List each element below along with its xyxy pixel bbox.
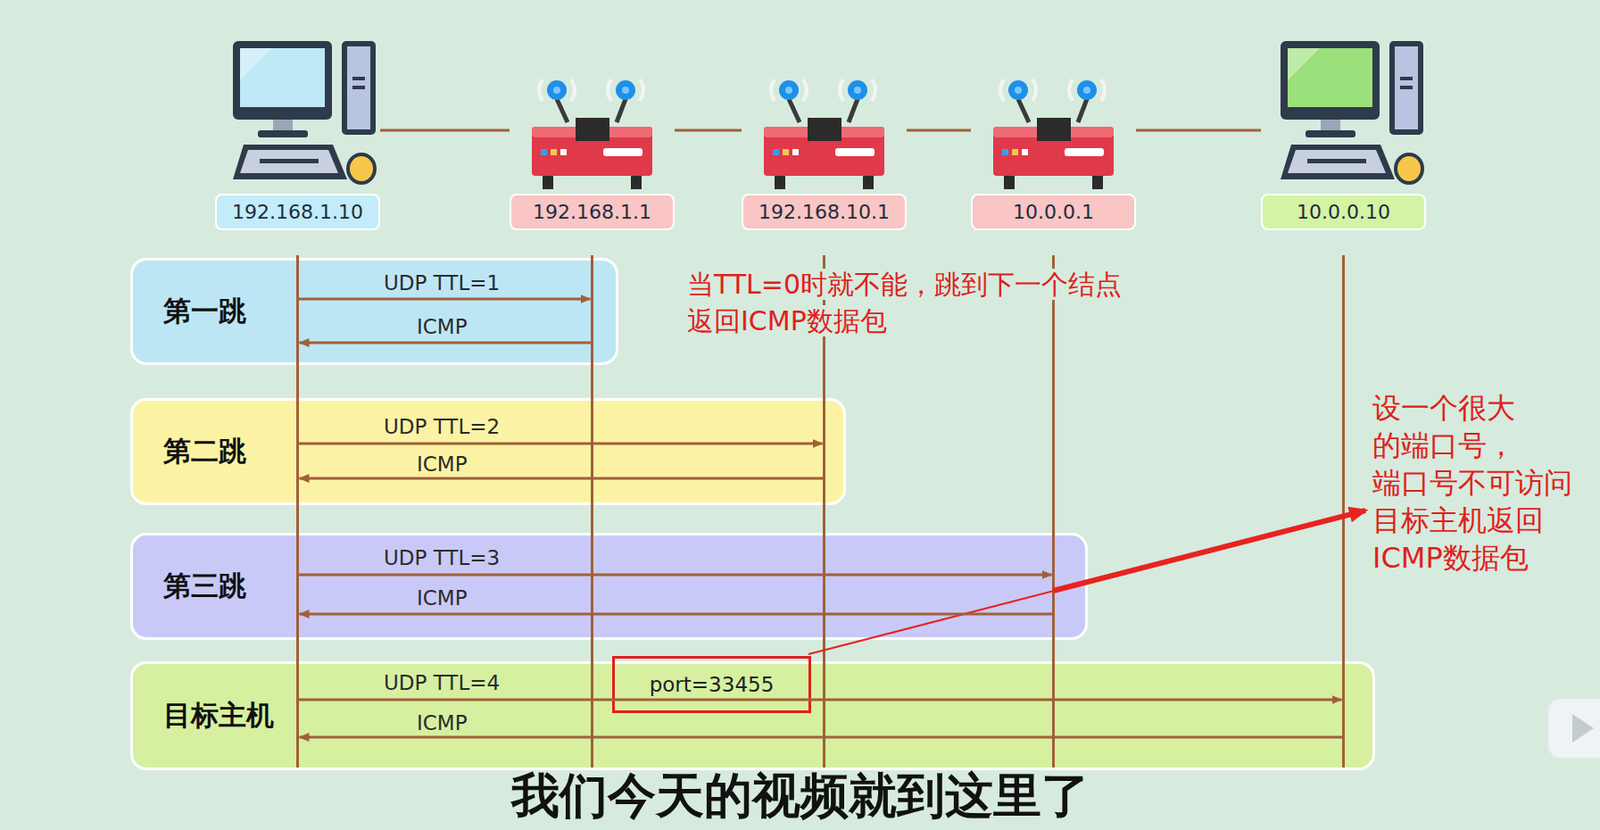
ip-label-box: 192.168.10.1 xyxy=(741,193,907,231)
message-label: ICMP xyxy=(416,711,468,735)
message-label: UDP TTL=1 xyxy=(383,271,500,295)
link-line xyxy=(906,129,971,133)
message-arrow xyxy=(299,736,1344,739)
annotation-text: 当TTL=0时就不能，跳到下一个结点 返回ICMP数据包 xyxy=(687,268,1122,337)
leader-arrow xyxy=(808,510,1366,655)
ip-label-box: 192.168.1.1 xyxy=(509,193,675,231)
port-box: port=33455 xyxy=(612,655,812,713)
ip-address: 10.0.0.10 xyxy=(1296,200,1391,224)
message-label: UDP TTL=2 xyxy=(383,414,500,439)
lifeline xyxy=(1052,255,1055,768)
ip-label-box: 192.168.1.10 xyxy=(215,193,381,231)
hop-band: 第一跳 xyxy=(130,257,619,365)
link-line xyxy=(380,129,510,133)
ip-label-box: 10.0.0.10 xyxy=(1260,193,1426,231)
link-line xyxy=(674,129,742,133)
message-arrow xyxy=(298,298,591,301)
device-node: 10.0.0.1 xyxy=(970,35,1136,231)
ip-address: 192.168.1.10 xyxy=(232,200,364,224)
message-arrow xyxy=(298,573,1053,577)
link-line xyxy=(1135,129,1261,133)
band-title: 第二跳 xyxy=(163,432,247,471)
message-arrow xyxy=(299,477,825,481)
ip-label-box: 10.0.0.1 xyxy=(970,193,1136,231)
ip-address: 192.168.1.1 xyxy=(532,200,652,224)
message-label: UDP TTL=3 xyxy=(383,546,500,570)
annotation: 设一个很大 的端口号， 端口号不可访问 目标主机返回 ICMP数据包 xyxy=(1372,389,1587,577)
band-title: 目标主机 xyxy=(163,696,274,735)
ip-address: 192.168.10.1 xyxy=(758,200,890,224)
hop-band: 第三跳 xyxy=(130,532,1088,640)
band-title: 第三跳 xyxy=(163,567,247,606)
message-label: ICMP xyxy=(416,315,468,339)
message-arrow xyxy=(299,341,593,345)
annotation-text: 设一个很大 的端口号， 端口号不可访问 目标主机返回 ICMP数据包 xyxy=(1372,390,1573,575)
play-button xyxy=(1548,698,1600,758)
message-arrow xyxy=(298,698,1343,702)
device-node: 192.168.10.1 xyxy=(741,35,907,231)
hop-band: 目标主机 port=33455 xyxy=(130,661,1376,771)
subtitle-caption: 我们今天的视频就到这里了 xyxy=(0,768,1600,824)
ip-address: 10.0.0.1 xyxy=(1012,200,1095,224)
router-icon xyxy=(531,79,653,190)
hop-band: 第二跳 xyxy=(130,397,846,506)
router-icon xyxy=(763,79,885,190)
computer-icon xyxy=(1280,41,1424,183)
lifeline xyxy=(590,255,594,768)
port-text: port=33455 xyxy=(649,672,775,697)
message-label: ICMP xyxy=(416,452,468,476)
device-node: 10.0.0.10 xyxy=(1260,35,1426,231)
lifeline xyxy=(1342,255,1345,768)
device-node: 192.168.1.1 xyxy=(509,35,675,231)
message-arrow xyxy=(299,613,1054,616)
router-icon xyxy=(993,79,1114,190)
message-label: UDP TTL=4 xyxy=(383,671,500,695)
device-node: 192.168.1.10 xyxy=(215,35,381,231)
band-title: 第一跳 xyxy=(163,292,247,331)
message-arrow xyxy=(298,442,823,446)
computer-icon xyxy=(232,41,376,183)
message-label: ICMP xyxy=(416,586,468,610)
lifeline xyxy=(296,255,299,768)
annotation: 当TTL=0时就不能，跳到下一个结点 返回ICMP数据包 xyxy=(687,265,1196,340)
